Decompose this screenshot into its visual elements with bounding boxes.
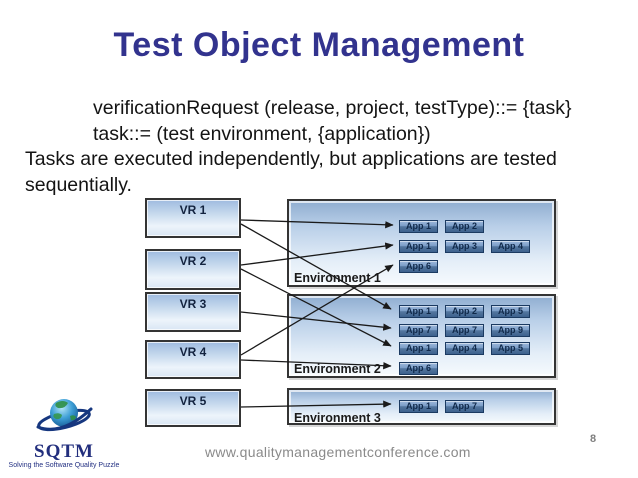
- body-line-1: verificationRequest (release, project, t…: [93, 97, 572, 119]
- logo-wordmark: SQTM: [34, 441, 94, 462]
- env-label: Environment 1: [294, 271, 381, 285]
- body-line-2: task::= (test environment, {application}…: [93, 122, 431, 145]
- vr-label: VR 5: [179, 394, 207, 408]
- app-chip: App 6: [399, 362, 438, 375]
- app-chip: App 3: [445, 240, 484, 253]
- slide-title: Test Object Management: [113, 26, 525, 64]
- env-box-3: Environment 3 App 1 App 7: [287, 388, 556, 425]
- vr-box-vr2: VR 2: [145, 249, 241, 290]
- vr-label: VR 2: [179, 254, 207, 268]
- app-chip: App 2: [445, 220, 484, 233]
- app-chip: App 1: [399, 220, 438, 233]
- body-line-4: sequentially.: [25, 173, 132, 196]
- logo-tagline: Solving the Software Quality Puzzle: [8, 462, 120, 469]
- footer-url: www.qualitymanagementconference.com: [205, 444, 471, 460]
- globe-icon: [36, 399, 93, 432]
- app-chip: App 7: [445, 400, 484, 413]
- app-chip: App 6: [399, 260, 438, 273]
- app-chip: App 4: [491, 240, 530, 253]
- sqtm-logo: SQTM Solving the Software Quality Puzzle: [8, 394, 120, 469]
- app-chip: App 1: [399, 240, 438, 253]
- vr-box-vr4: VR 4: [145, 340, 241, 379]
- app-chip: App 7: [445, 324, 484, 337]
- app-chip: App 7: [399, 324, 438, 337]
- vr-box-vr5: VR 5: [145, 389, 241, 427]
- vr-box-vr1: VR 1: [145, 198, 241, 238]
- env-box-2: Environment 2 App 1 App 2 App 5 App 7 App 7 Ap…: [287, 294, 556, 378]
- vr-label: VR 4: [179, 345, 207, 359]
- app-chip: App 1: [399, 400, 438, 413]
- app-chip: App 2: [445, 305, 484, 318]
- env-box-1: Environment 1 App 1 App 2 App 1 App 3 App 4 Ap…: [287, 199, 556, 287]
- body-line-3: Tasks are executed independently, but ap…: [25, 148, 557, 170]
- env-label: Environment 3: [294, 411, 381, 425]
- app-chip: App 1: [399, 305, 438, 318]
- vr-label: VR 1: [179, 203, 207, 217]
- page-number: 8: [590, 433, 597, 445]
- vr-label: VR 3: [179, 297, 207, 311]
- app-chip: App 1: [399, 342, 438, 355]
- app-chip: App 5: [491, 342, 530, 355]
- app-chip: App 9: [491, 324, 530, 337]
- app-chip: App 4: [445, 342, 484, 355]
- body-text: verificationRequest (release, project, t…: [25, 96, 631, 198]
- env-label: Environment 2: [294, 362, 381, 376]
- vr-box-vr3: VR 3: [145, 292, 241, 332]
- app-chip: App 5: [491, 305, 530, 318]
